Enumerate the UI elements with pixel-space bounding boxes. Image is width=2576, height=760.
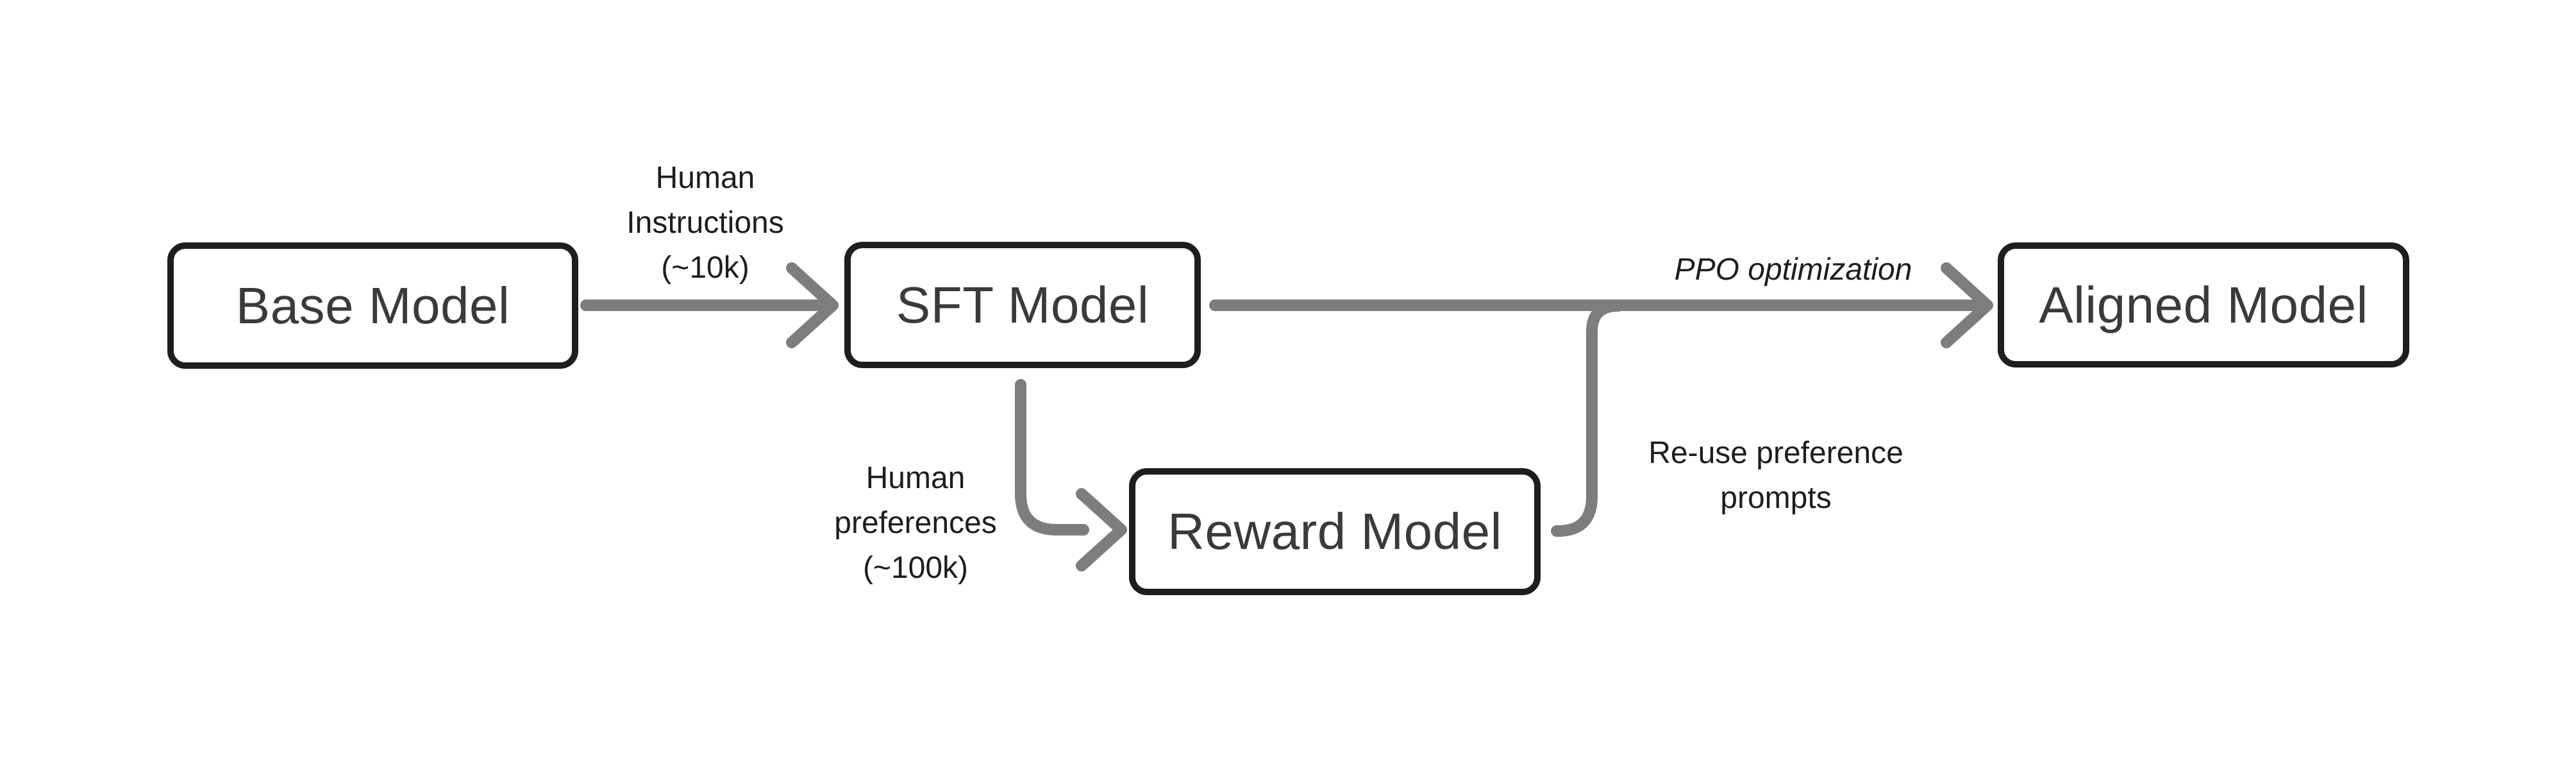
- arrow-sft-to-reward-head: [1076, 488, 1127, 571]
- edge-label-reuse-preference-prompts: Re-use preference prompts: [1648, 436, 1903, 515]
- edge-label-human-preferences: Human preferences (~100k): [834, 461, 997, 585]
- arrow-sft-to-reward-shaft: [1015, 379, 1089, 536]
- node-aligned-model-label: Aligned Model: [2039, 276, 2368, 334]
- node-aligned-model: Aligned Model: [1998, 242, 2409, 367]
- node-base-model-label: Base Model: [235, 276, 510, 334]
- arrow-sft-to-aligned-head: [1941, 262, 1993, 348]
- node-reward-model-label: Reward Model: [1167, 503, 1502, 560]
- node-reward-model: Reward Model: [1129, 468, 1541, 595]
- edge-label-ppo-optimization: PPO optimization: [1674, 253, 1912, 287]
- node-sft-model-label: SFT Model: [896, 276, 1150, 334]
- node-base-model: Base Model: [167, 242, 578, 369]
- edge-label-human-instructions: Human Instructions (~10k): [626, 161, 784, 285]
- node-sft-model: SFT Model: [844, 242, 1201, 368]
- arrow-base-to-sft-head: [786, 262, 839, 348]
- connector-reward-to-ppo-arrow: [1551, 300, 1624, 537]
